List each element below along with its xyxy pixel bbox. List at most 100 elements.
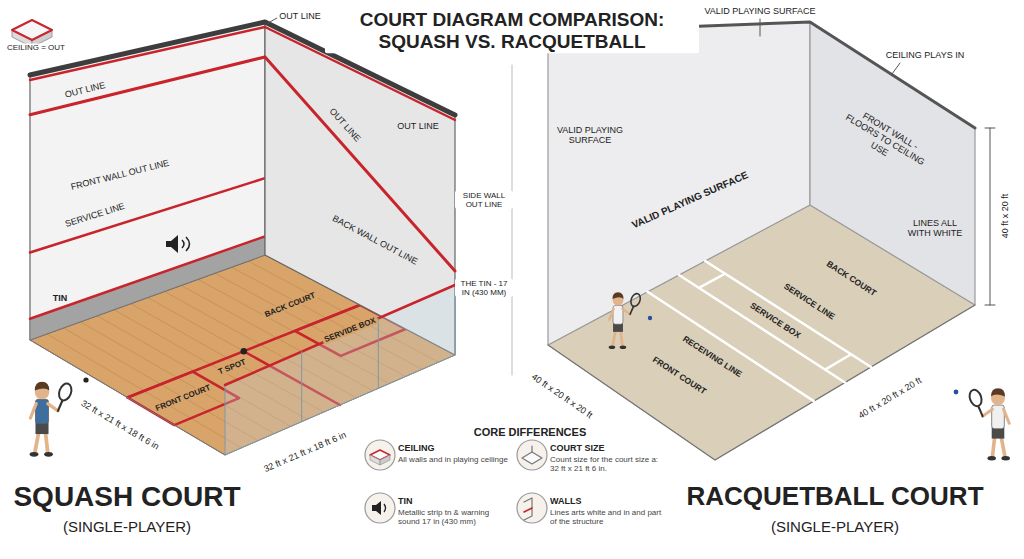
floor-zone-label: SERVIDE BOX — [321, 315, 379, 345]
floor-line-label: RECEIVING LINE — [679, 333, 745, 381]
callout-label: VALID PLAYING SURFACE — [702, 6, 817, 16]
dimension-tick — [985, 305, 995, 306]
section-heading: CORE DIFFERENCES — [472, 426, 588, 439]
speaker-icon — [372, 501, 381, 515]
right-wall — [810, 22, 975, 305]
player-figure — [30, 382, 74, 457]
player-figure — [609, 292, 642, 349]
sound-waves — [384, 504, 386, 512]
court-subtitle: (SINGLE-PLAYER) — [769, 518, 901, 535]
ball — [954, 390, 959, 395]
icon-circle — [517, 440, 547, 470]
callout-label: CEILING PLAYS IN — [884, 50, 966, 60]
floor-edge — [30, 340, 225, 455]
floor-line-label: SERVICE LINE — [780, 281, 838, 323]
back-wall-out-line — [225, 285, 455, 385]
left-wall — [548, 22, 810, 345]
dimension-label: 40 ft x 20 ft x 20 ft — [528, 370, 596, 421]
dimension-label: 40 ft x 20 ft — [1000, 192, 1010, 241]
arm — [48, 404, 58, 411]
service-line — [30, 178, 265, 252]
leg — [46, 434, 48, 453]
wall-line-label: FRONT WALL OUT LINE — [68, 157, 172, 192]
leg — [613, 332, 616, 346]
leader-line — [268, 18, 277, 23]
dimension-tick — [985, 128, 995, 129]
wall-label: VALID PLAYING SURFACE — [628, 168, 752, 231]
floor-zone-label: BACK COURT — [261, 290, 318, 320]
sound-waves — [182, 237, 190, 251]
difference-text: Lines arts white and in and part of the … — [550, 508, 665, 526]
walls-icon-line — [524, 508, 532, 512]
arm — [30, 404, 36, 419]
service-box — [128, 372, 240, 426]
ball — [648, 316, 652, 320]
leg — [35, 434, 39, 453]
leg — [621, 332, 623, 346]
floor-zone-label: T SPOT — [215, 357, 249, 378]
shoe — [620, 346, 627, 350]
court-line — [679, 275, 845, 383]
court-title: RACQUETBALL COURT — [684, 482, 985, 512]
racket-handle — [978, 406, 982, 416]
arm — [1004, 409, 1010, 423]
leg — [992, 439, 994, 457]
court-subtitle: (SINGLE-PLAYER) — [61, 518, 193, 535]
floor-zone-label: FRONT COURT — [153, 382, 214, 414]
service-box-line — [699, 274, 725, 288]
floor-zone-label: FRONT COURT — [648, 354, 709, 398]
floor-plank — [47, 334, 242, 448]
dimension-label: 40 ft x 20 ft x 20 ft — [855, 374, 925, 422]
wall-line-label: OUT LINE — [277, 11, 322, 21]
shoe — [44, 452, 53, 457]
racket-head — [629, 292, 642, 307]
speaker-icon — [166, 235, 178, 253]
wall-line-label: OUT LINE — [326, 105, 364, 146]
hair — [991, 388, 1005, 396]
t-spot-dot — [241, 348, 247, 354]
ceiling-icon-side — [370, 455, 380, 465]
shoe — [609, 346, 616, 350]
wall-label: VALID PLAYING SURFACE — [551, 125, 630, 146]
wall-line-label: OUT LINE — [62, 79, 108, 100]
racket-handle — [630, 307, 633, 315]
ball — [83, 377, 88, 382]
shoe — [1002, 456, 1010, 460]
wall-line-label: OUT LINE — [395, 121, 440, 131]
difference-title: TIN — [398, 496, 510, 506]
racket-handle — [58, 401, 62, 411]
racket-head — [57, 382, 74, 402]
service-box-line — [825, 354, 851, 369]
callout-label: CEILING = OUT — [5, 43, 67, 52]
player-figure — [967, 388, 1009, 460]
difference-title: COURT SIZE — [550, 443, 665, 453]
glass-back-wall — [225, 285, 455, 455]
shoe — [30, 452, 39, 457]
court-size-icon-edge — [531, 446, 532, 452]
hair — [613, 292, 624, 299]
difference-title: WALLS — [550, 496, 665, 506]
court-title: SQUASH COURT — [11, 481, 242, 513]
wall-label: LINES ALL WITH WHITE — [903, 218, 967, 239]
leader-line — [760, 19, 761, 36]
arm — [609, 309, 613, 320]
callout-label: SIDE WALL OUT LINE — [455, 191, 513, 209]
divider-line — [512, 65, 513, 375]
difference-text: All walls and in playing ceilinge — [398, 455, 510, 464]
glass-divider — [301, 352, 302, 422]
dimension-label: THE TIN - 17 IN (430 MM) — [455, 279, 513, 297]
wall-line-label: SERVICE LINE — [62, 200, 128, 230]
arm — [983, 409, 993, 416]
icon-circle — [365, 440, 395, 470]
wall-label: FRONT WALL - FLOORS TO CEILING USE — [835, 101, 936, 179]
hair — [35, 382, 50, 391]
dimension-line — [990, 128, 991, 305]
difference-text: Metallic strip tn & warning sound 17 in … — [398, 508, 510, 526]
front-wall — [30, 22, 265, 340]
icon-circle — [517, 493, 547, 523]
racket-head — [967, 388, 983, 408]
leader-line — [892, 63, 900, 74]
glass-divider — [378, 318, 379, 388]
difference-title: CEILING — [398, 443, 510, 453]
